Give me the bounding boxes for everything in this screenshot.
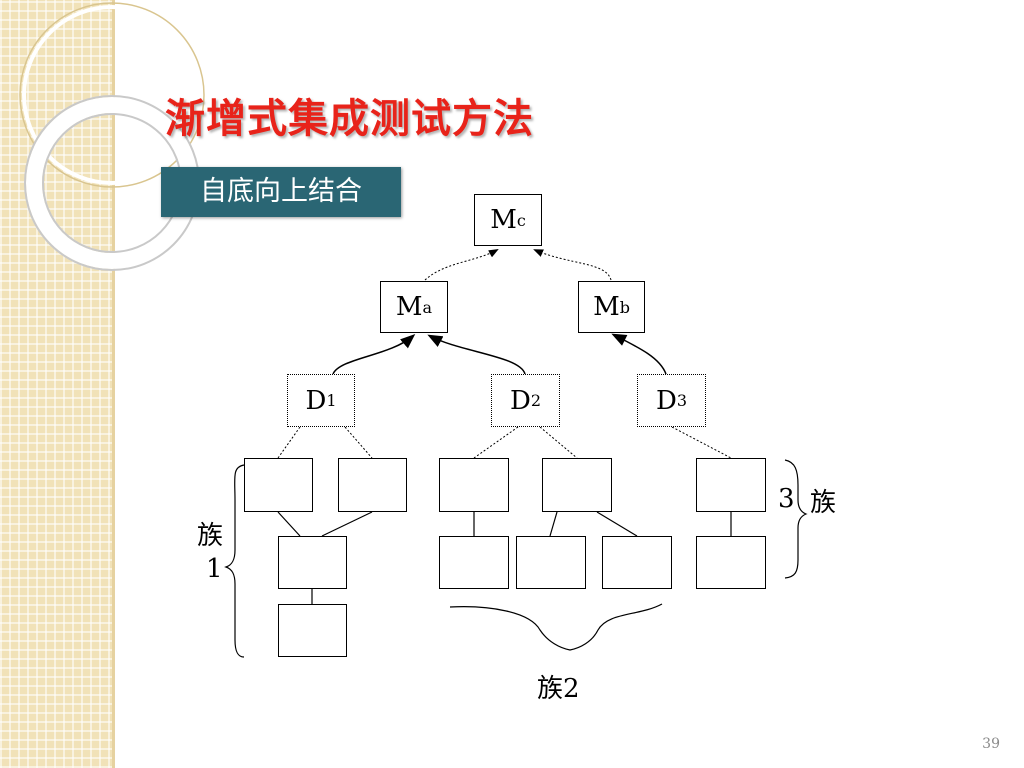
link-c1-a: [277, 511, 301, 537]
link-d2-right: [539, 426, 578, 459]
module-box: [338, 458, 407, 512]
slide-title: 渐增式集成测试方法: [165, 96, 534, 142]
module-box: [278, 604, 347, 657]
cluster-2-label: 族2: [537, 674, 580, 704]
module-box: [439, 536, 509, 589]
module-box: [516, 536, 586, 589]
brace-cluster-1: [224, 464, 245, 658]
brace-cluster-2: [449, 603, 663, 651]
link-d3: [671, 426, 732, 459]
module-box: [696, 536, 766, 589]
arrow-d2-to-ma: [427, 334, 526, 375]
arrow-d3-to-mb: [611, 333, 667, 375]
link-c1-b: [321, 511, 373, 537]
link-c2-b: [549, 511, 558, 537]
module-box: [244, 458, 313, 512]
arrow-d1-to-ma: [332, 334, 416, 375]
module-box: [542, 458, 612, 512]
link-d1-right: [344, 426, 373, 459]
cluster-1-label-char: 族: [197, 521, 224, 551]
cluster-3-label-char: 族: [810, 488, 837, 518]
link-d1-left: [277, 426, 301, 459]
module-box: [696, 458, 766, 512]
link-c2-c: [596, 511, 638, 537]
module-box: [278, 536, 347, 589]
module-box: [439, 458, 509, 512]
brace-cluster-3: [784, 459, 808, 579]
module-box: [602, 536, 672, 589]
arrow-ma-to-mc: [424, 249, 499, 281]
link-d2-left: [473, 426, 519, 459]
cluster-1-label-num: 1: [206, 554, 223, 584]
page-number: 39: [982, 736, 1000, 752]
sidebar-edge: [112, 0, 115, 768]
method-badge: 自底向上结合: [161, 167, 401, 217]
arrow-mb-to-mc: [533, 249, 612, 281]
cluster-3-label-num: 3: [778, 484, 795, 514]
